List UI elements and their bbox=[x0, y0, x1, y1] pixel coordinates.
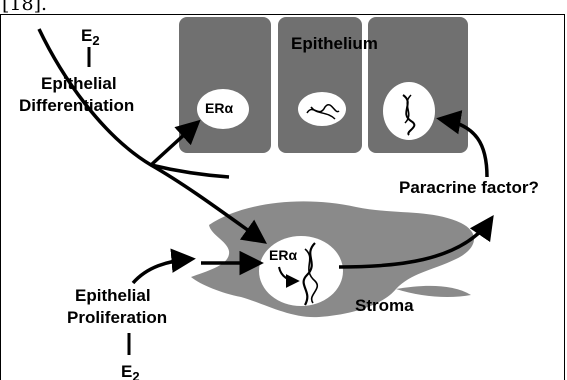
proliferation-curve-arrow bbox=[133, 259, 191, 283]
e2-bottom-label: E2 bbox=[121, 362, 140, 380]
epithelial-cell-left bbox=[179, 17, 271, 153]
nucleus-middle bbox=[298, 92, 346, 126]
er-alpha-stroma-label: ERα bbox=[269, 247, 297, 263]
stroma-label: Stroma bbox=[355, 296, 414, 315]
epithelial-proliferation-label-2: Proliferation bbox=[67, 308, 167, 327]
epithelial-proliferation-label-1: Epithelial bbox=[75, 286, 151, 305]
epithelial-differentiation-label-1: Epithelial bbox=[41, 74, 117, 93]
diagram-frame: E2 Epithelial Differentiation Epithelium… bbox=[0, 14, 565, 380]
epithelial-differentiation-label-2: Differentiation bbox=[19, 96, 134, 115]
er-alpha-epithelium-label: ERα bbox=[205, 100, 233, 116]
paracrine-factor-label: Paracrine factor? bbox=[399, 178, 539, 197]
epithelium-stroma-diagram: E2 Epithelial Differentiation Epithelium… bbox=[1, 15, 565, 380]
epithelium-label: Epithelium bbox=[291, 34, 378, 53]
e2-top-label: E2 bbox=[81, 26, 100, 48]
